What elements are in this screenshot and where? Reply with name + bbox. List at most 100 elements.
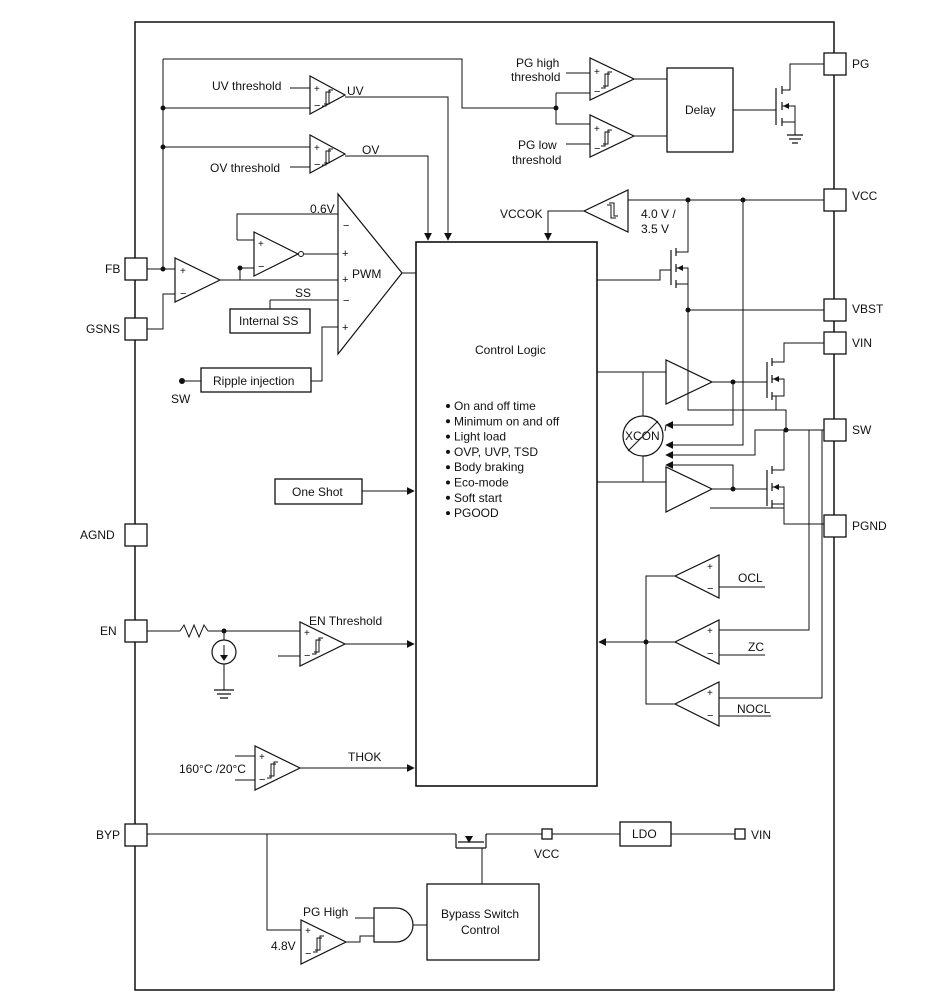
delay-label: Delay: [685, 103, 716, 117]
vcc-uvlo-line1: 4.0 V /: [641, 207, 676, 221]
svg-text:−: −: [180, 288, 186, 300]
pin-gsns-label: GSNS: [86, 322, 120, 336]
ripple-injection-block: [200, 367, 312, 393]
bypass-switch-control-block: [426, 883, 540, 961]
svg-text:−: −: [594, 143, 600, 155]
byp-comparator: + −: [300, 919, 348, 965]
delay-block: [666, 67, 734, 153]
nocl-label: NOCL: [737, 702, 771, 716]
svg-text:−: −: [314, 100, 320, 112]
svg-text:+: +: [594, 67, 600, 78]
pin-vcc: VCC: [823, 188, 878, 212]
svg-text:+: +: [342, 248, 348, 260]
pin-gsns: GSNS: [86, 317, 148, 341]
feature-bullet: [446, 495, 450, 500]
feature-bullet: [446, 419, 450, 424]
pg-low-threshold-line2: threshold: [512, 153, 561, 167]
svg-text:+: +: [180, 266, 186, 277]
feature-bullet: [446, 480, 450, 485]
nocl-comparator: + −: [673, 681, 720, 727]
control-feature-item: On and off time: [454, 399, 536, 413]
pin-sw-label: SW: [852, 423, 872, 437]
feature-bullet: [446, 404, 450, 408]
svg-text:−: −: [343, 295, 349, 307]
pwm-comparator: [337, 192, 403, 356]
svg-text:+: +: [342, 274, 348, 286]
pin-pgnd: PGND: [823, 514, 887, 538]
bootstrap-fet: [670, 200, 689, 288]
pin-byp-label: BYP: [96, 828, 120, 842]
ov-comparator: + −: [309, 133, 347, 175]
internal-ss-label: Internal SS: [239, 314, 298, 328]
feature-bullet: [446, 465, 450, 470]
vcc-uvlo-comparator: [582, 189, 629, 233]
zc-comparator: + −: [673, 619, 720, 665]
uv-comparator: + −: [309, 74, 347, 116]
svg-text:−: −: [314, 159, 320, 171]
pg-high-threshold-line1: PG high: [516, 56, 559, 70]
ss-label: SS: [295, 286, 311, 300]
svg-text:+: +: [707, 562, 713, 573]
uv-output-label: UV: [347, 84, 364, 98]
pg-high-comparator: + −: [589, 57, 636, 101]
pin-sw: SW: [823, 418, 872, 442]
en-resistor: [179, 623, 209, 639]
pin-agnd-label: AGND: [80, 528, 115, 542]
control-feature-item: Body braking: [454, 460, 524, 474]
thermal-comparator: + −: [254, 745, 302, 791]
pg-high-threshold-line2: threshold: [511, 70, 560, 84]
pin-pg-label: PG: [852, 57, 869, 71]
en-threshold-label: EN Threshold: [309, 614, 382, 628]
feature-bullet: [446, 434, 450, 439]
pin-fb-label: FB: [105, 262, 120, 276]
svg-text:−: −: [343, 220, 349, 232]
pin-en: EN: [100, 619, 148, 643]
svg-text:+: +: [259, 752, 265, 763]
thok-label: THOK: [348, 750, 381, 764]
svg-text:+: +: [305, 926, 311, 937]
svg-text:+: +: [314, 143, 320, 154]
ripple-injection-label: Ripple injection: [213, 374, 294, 388]
ldo-vcc-label: VCC: [534, 847, 560, 861]
ldo-vcc-node: [541, 828, 553, 840]
pin-pg: PG: [823, 52, 869, 76]
svg-text:−: −: [707, 583, 713, 595]
ov-threshold-label: OV threshold: [210, 161, 280, 175]
inner-error-amplifier: + −: [253, 231, 304, 277]
control-feature-item: Soft start: [454, 491, 503, 505]
pwm-label: PWM: [352, 267, 381, 281]
one-shot-label: One Shot: [292, 485, 343, 499]
ocl-label: OCL: [738, 571, 763, 585]
pg-output-fet: [775, 63, 824, 144]
xcon-label: XCON: [625, 429, 660, 443]
control-logic-title: Control Logic: [475, 343, 546, 357]
control-feature-item: Eco-mode: [454, 476, 509, 490]
control-feature-item: Light load: [454, 430, 506, 444]
en-current-source: [211, 631, 237, 699]
svg-text:+: +: [707, 688, 713, 699]
zc-label: ZC: [748, 640, 764, 654]
svg-text:+: +: [707, 626, 713, 637]
control-logic-block: [415, 241, 598, 787]
svg-text:−: −: [594, 86, 600, 98]
pg-low-threshold-line1: PG low: [518, 138, 557, 152]
ldo-label: LDO: [632, 827, 657, 841]
feature-bullet: [446, 511, 450, 516]
svg-text:−: −: [258, 261, 264, 273]
low-side-fet: [766, 430, 785, 508]
pin-en-label: EN: [100, 624, 117, 638]
control-feature-item: Minimum on and off: [454, 414, 560, 428]
pin-vbst-label: VBST: [852, 302, 884, 316]
uv-threshold-label: UV threshold: [212, 79, 281, 93]
svg-text:+: +: [594, 124, 600, 135]
control-feature-item: OVP, UVP, TSD: [454, 445, 538, 459]
bypass-line2: Control: [461, 923, 500, 937]
ic-package-outline: [134, 21, 835, 991]
pin-vin: VIN: [823, 331, 872, 355]
high-side-driver: [665, 359, 714, 405]
pin-byp: BYP: [96, 823, 148, 847]
internal-ss-block: [229, 308, 311, 334]
pin-vbst: VBST: [823, 298, 884, 322]
